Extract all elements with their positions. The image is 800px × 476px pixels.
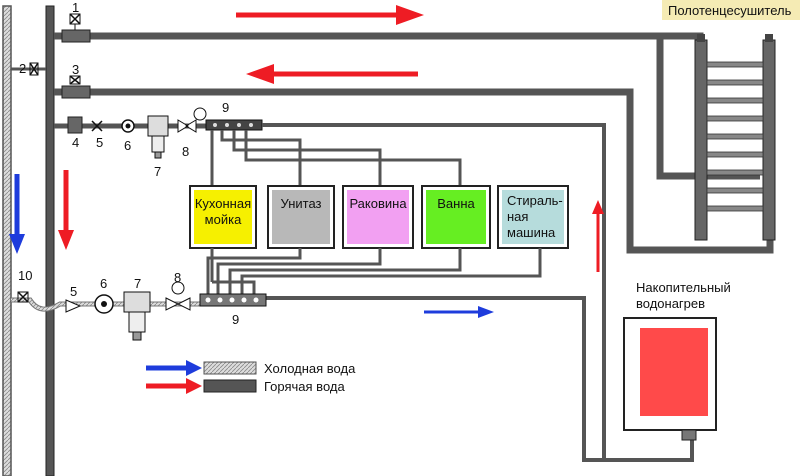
num-10: 10: [18, 268, 32, 283]
fixture-kitchen-sink-label-2: мойка: [205, 212, 242, 227]
fixture-washbasin: Раковина: [342, 185, 414, 249]
num-9: 9: [222, 100, 229, 115]
num-2: 2: [19, 61, 26, 76]
flow-arrows-side: [9, 170, 604, 318]
component-numbers: 1 2 3 4 5 6 7 8 9 10 5 6 7 8 9: [18, 0, 239, 327]
num-5: 5: [96, 135, 103, 150]
towel-rail-label: Полотенцесушитель: [668, 3, 792, 18]
num-1: 1: [72, 0, 79, 15]
fixture-washing-machine-label-2: ная: [507, 209, 528, 224]
fixture-toilet-label: Унитаз: [281, 196, 322, 211]
fixture-kitchen-sink-label-1: Кухонная: [195, 196, 251, 211]
num-6-lower: 6: [100, 276, 107, 291]
fixture-toilet: Унитаз: [267, 185, 335, 249]
boiler-label-2: водонагрев: [636, 296, 705, 311]
fixture-bathtub-label: Ванна: [437, 196, 475, 211]
valve-1: [61, 13, 91, 43]
cold-riser: [2, 5, 12, 476]
fixture-bathtub: Ванна: [421, 185, 491, 249]
legend-hot-label: Горячая вода: [264, 379, 345, 394]
legend-cold-swatch: [203, 361, 257, 375]
boiler-label-1: Накопительный: [636, 280, 731, 295]
valve-2: [11, 62, 46, 76]
fixture-washbasin-label: Раковина: [349, 196, 407, 211]
num-9-lower: 9: [232, 312, 239, 327]
fixture-boxes: Кухонная мойка Унитаз Раковина Ванна Сти…: [189, 185, 569, 249]
towel-rail-label-box: Полотенцесушитель: [662, 0, 800, 20]
towel-rail: [694, 34, 776, 241]
fixture-kitchen-sink: Кухонная мойка: [189, 185, 257, 249]
water-heater: Накопительный водонагрев: [623, 280, 731, 441]
hot-branch: [54, 107, 694, 462]
num-5-lower: 5: [70, 284, 77, 299]
num-8: 8: [182, 144, 189, 159]
valve-3: [61, 75, 91, 99]
num-7-lower: 7: [134, 276, 141, 291]
flow-arrows-top: [236, 5, 424, 84]
hot-riser: [45, 5, 55, 476]
num-3: 3: [72, 62, 79, 77]
num-7: 7: [154, 164, 161, 179]
num-8-lower: 8: [174, 270, 181, 285]
num-6: 6: [124, 138, 131, 153]
cold-branch-pipes: [206, 248, 640, 462]
fixture-washing-machine-label-3: машина: [507, 225, 556, 240]
num-4: 4: [72, 135, 79, 150]
cold-branch: [11, 281, 267, 341]
fixture-washing-machine-label-1: Стираль-: [507, 193, 563, 208]
legend-cold-label: Холодная вода: [264, 361, 356, 376]
legend: Холодная вода Горячая вода: [146, 360, 356, 394]
legend-hot-swatch: [203, 379, 257, 393]
fixture-washing-machine: Стираль- ная машина: [497, 185, 569, 249]
